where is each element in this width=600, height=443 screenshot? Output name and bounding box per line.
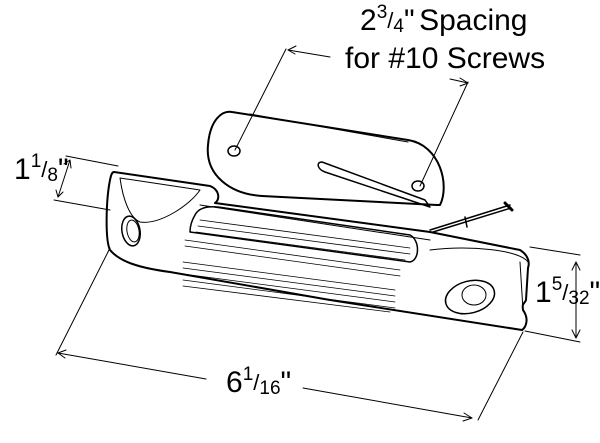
mounting-bracket bbox=[206, 110, 445, 208]
length-numerator: 1 bbox=[242, 364, 254, 385]
height-dimension-left bbox=[53, 155, 119, 211]
height-dimension-right bbox=[524, 246, 581, 343]
height-left-numerator: 1 bbox=[30, 151, 42, 172]
lens-grille bbox=[182, 219, 411, 313]
length-dimension bbox=[55, 247, 524, 422]
spacing-label: 23/4" Spacing bbox=[360, 2, 528, 37]
length-denominator: 16 bbox=[259, 378, 281, 399]
length-whole: 6 bbox=[226, 366, 243, 399]
spacing-whole: 2 bbox=[360, 4, 377, 37]
height-right-label: 15/32" bbox=[535, 274, 600, 309]
lamp-housing bbox=[105, 171, 530, 331]
spacing-numerator: 3 bbox=[376, 2, 388, 23]
height-right-unit: " bbox=[589, 276, 600, 309]
height-left-denominator: 8 bbox=[47, 165, 58, 186]
wire-lead bbox=[429, 201, 514, 233]
length-label: 61/16" bbox=[226, 364, 292, 399]
height-right-whole: 1 bbox=[535, 276, 552, 309]
spacing-dimension-lines bbox=[234, 45, 469, 187]
screw-size-label: for #10 Screws bbox=[345, 42, 546, 75]
spacing-unit: " bbox=[403, 4, 415, 37]
spacing-text: Spacing bbox=[419, 4, 528, 37]
length-unit: " bbox=[280, 366, 292, 399]
height-left-whole: 1 bbox=[14, 153, 31, 186]
height-right-denominator: 32 bbox=[568, 288, 590, 309]
height-left-unit: " bbox=[57, 153, 69, 186]
height-right-numerator: 5 bbox=[551, 274, 563, 295]
spacing-denominator: 4 bbox=[393, 16, 404, 37]
height-left-label: 11/8" bbox=[14, 151, 69, 186]
